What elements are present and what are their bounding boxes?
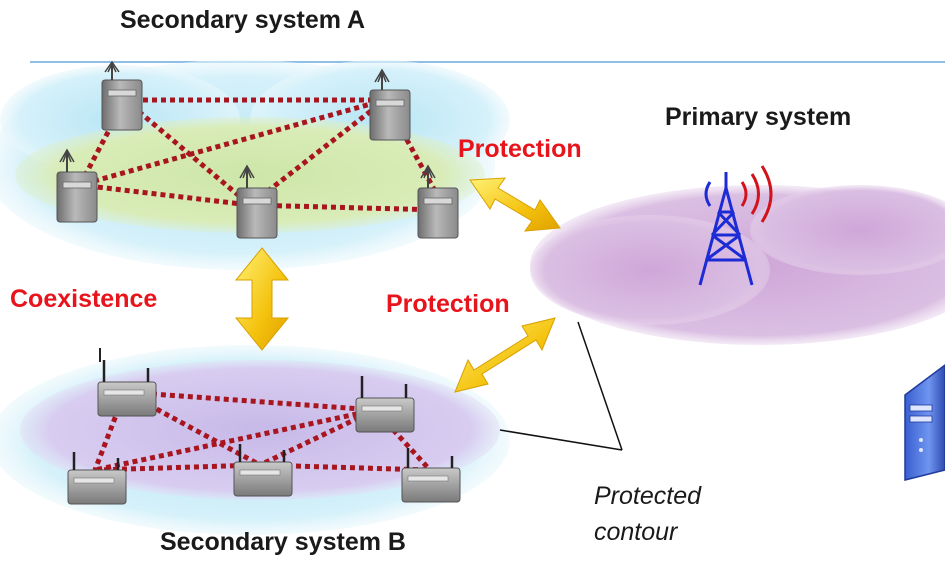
primary-system-cloud (530, 185, 945, 345)
access-point-a2 (369, 68, 411, 141)
broadcast-tower-icon (698, 165, 773, 286)
secondary-system-b-cloud (0, 345, 510, 535)
access-point-a5 (417, 164, 459, 239)
router-b3 (67, 452, 127, 505)
protection-arrow-a (469, 177, 561, 232)
primary-system-title: Primary system (665, 103, 852, 131)
coexistence-label: Coexistence (10, 285, 158, 313)
coexistence-arrow (234, 247, 290, 351)
computer-tower-icon (904, 364, 945, 481)
secondary-system-a-links (77, 97, 443, 213)
protection-label-a: Protection (458, 135, 582, 163)
router-b2 (355, 376, 415, 433)
secondary-system-a-title: Secondary system A (120, 6, 366, 34)
protected-contour-label-line2: contour (594, 518, 678, 546)
router-b5 (401, 448, 461, 503)
protected-contour-label-line1: Protected (594, 482, 702, 510)
protection-label-b: Protection (386, 290, 510, 318)
router-b1 (97, 360, 157, 417)
secondary-system-b-title: Secondary system B (160, 528, 406, 556)
protection-arrow-b (454, 317, 556, 393)
access-point-a1 (101, 60, 143, 131)
access-point-a4 (236, 164, 278, 239)
access-point-a3 (56, 148, 98, 223)
router-b4 (233, 444, 293, 497)
protected-contour-pointer (499, 321, 623, 451)
